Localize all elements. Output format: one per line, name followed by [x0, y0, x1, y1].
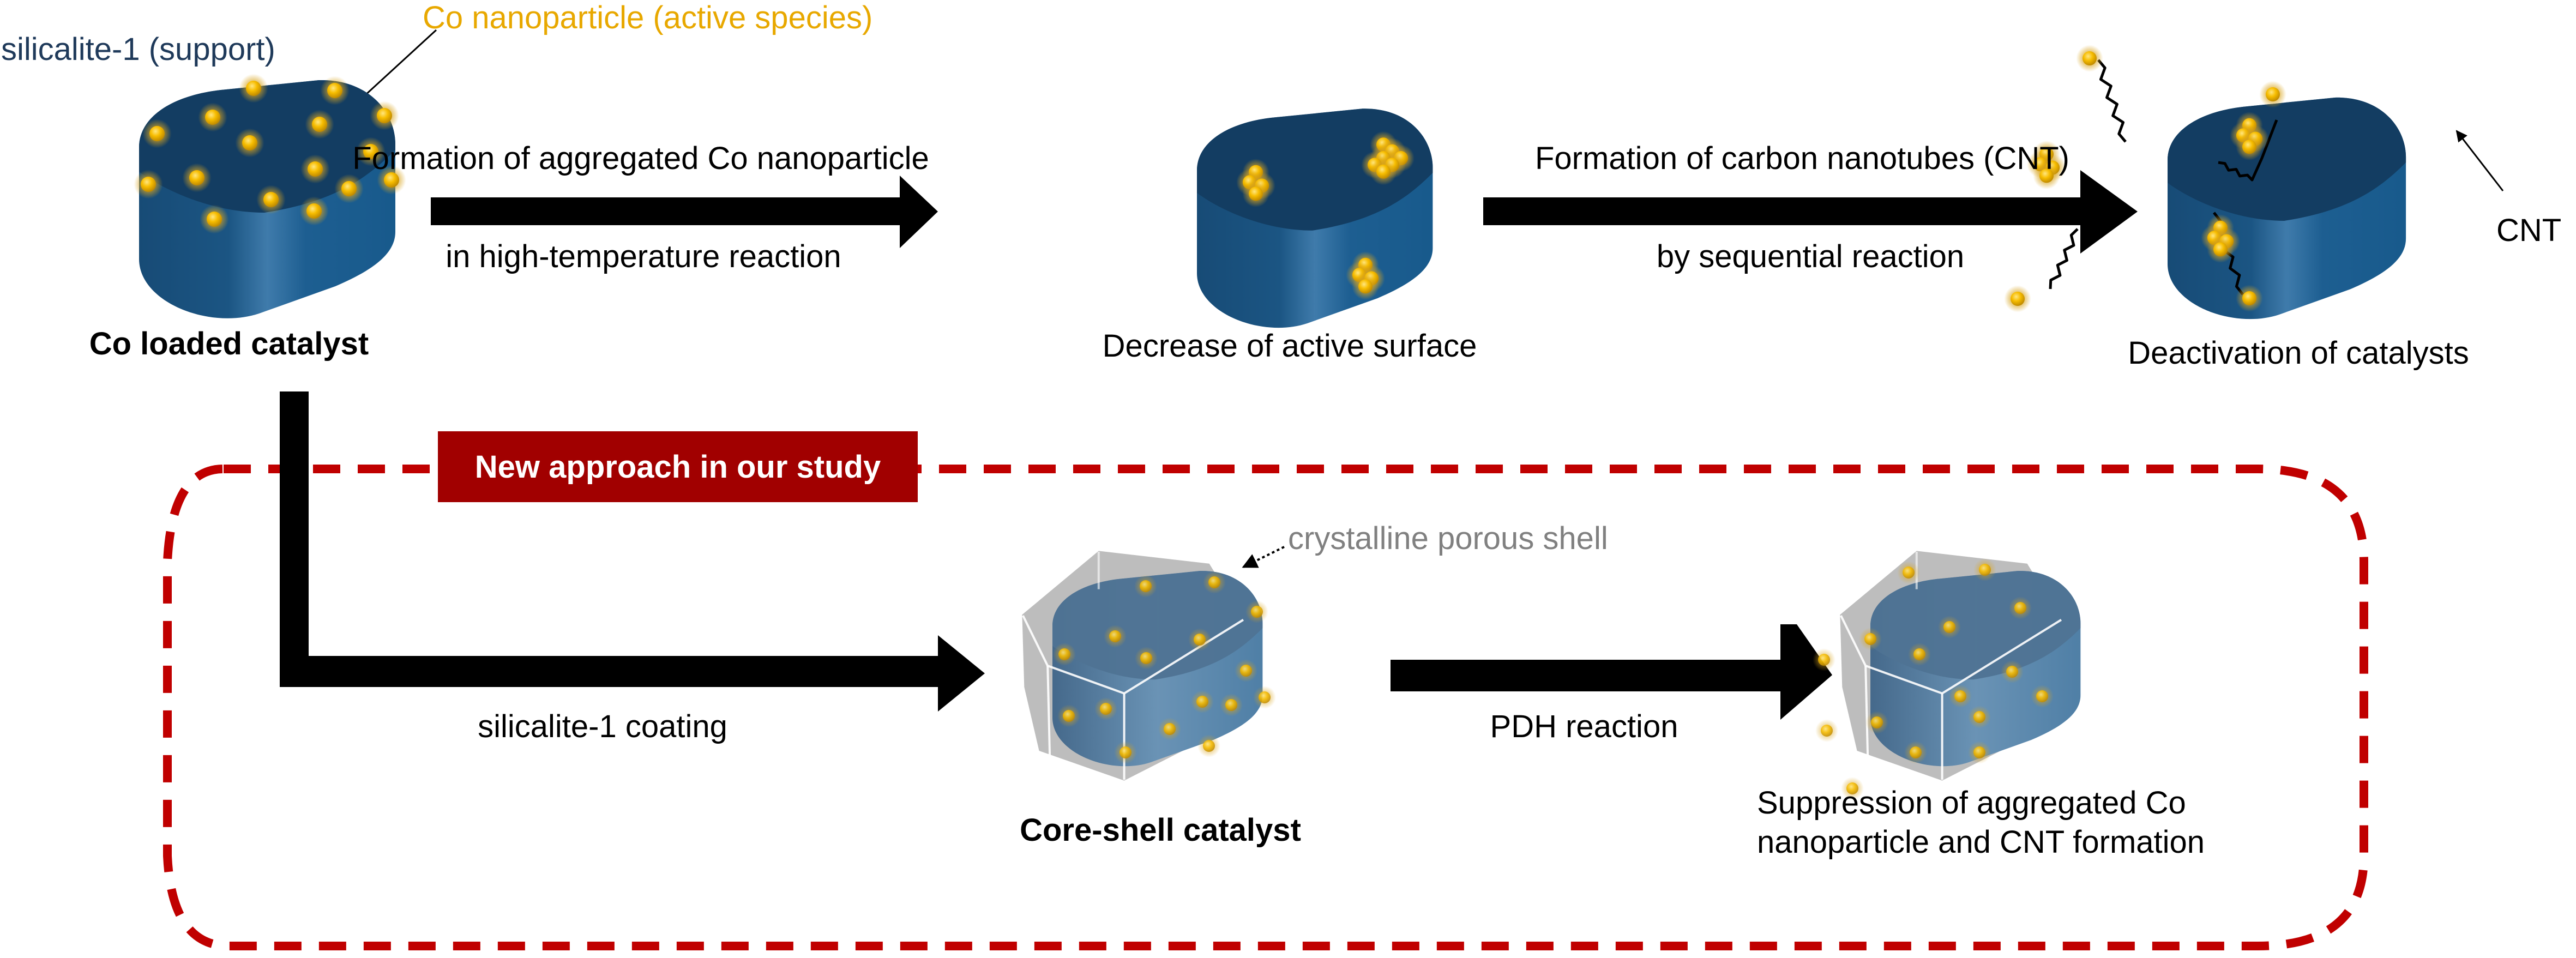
co-nanoparticle: [1913, 648, 1925, 660]
arrow1-label-bottom: in high-temperature reaction: [446, 239, 841, 274]
stage3-caption: Deactivation of catalysts: [2128, 335, 2469, 371]
co-nanoparticle: [1358, 279, 1373, 294]
co-loaded-catalyst-particle: [134, 74, 406, 318]
stage5-caption-line2: nanoparticle and CNT formation: [1757, 824, 2205, 860]
carbon-nanotube: [2218, 119, 2278, 182]
co-nanoparticle: [1225, 699, 1237, 711]
stage5-caption-line1: Suppression of aggregated Co: [1757, 785, 2186, 821]
co-nanoparticle: [1973, 746, 1985, 758]
co-nanoparticle: [1954, 690, 1966, 702]
co-nanoparticle: [1058, 648, 1070, 660]
co-nanoparticle: [1140, 652, 1152, 664]
co-nanoparticle: [2011, 292, 2025, 306]
co-nanoparticle: [1864, 633, 1876, 645]
shell-edge: [1840, 615, 2062, 695]
arrow2-label-bottom: by sequential reaction: [1656, 239, 1965, 274]
co-nanoparticle: [1259, 691, 1271, 703]
co-nanoparticle: [2036, 690, 2048, 702]
co-nanoparticle: [2039, 168, 2054, 183]
co-nanoparticle: [1100, 703, 1112, 715]
shell-edge: [1046, 665, 1051, 755]
co-nanoparticle: [1240, 665, 1252, 677]
stage4-caption: Core-shell catalyst: [1020, 812, 1301, 848]
co-nanoparticle: [1203, 740, 1215, 752]
co-nanoparticle: [341, 181, 357, 196]
arrow-silicalite-coating: [280, 391, 985, 712]
support-body-top: [1052, 571, 1263, 680]
core-shell-catalyst-particle: [1022, 551, 1276, 781]
co-nanoparticle: [312, 117, 327, 132]
co-nanoparticle: [1973, 711, 1985, 723]
deactivated-catalyst-particle: [2004, 45, 2406, 320]
arrow1-label-top: Formation of aggregated Co nanoparticle: [352, 141, 929, 176]
co-nanoparticle: [1979, 564, 1991, 576]
co-nanoparticle: [1196, 696, 1208, 708]
co-nanoparticle: [1846, 782, 1858, 794]
new-approach-badge: New approach in our study: [438, 431, 918, 502]
co-nanoparticle: [1903, 567, 1915, 579]
arrow-pdh-reaction: [1391, 624, 1832, 720]
co-nanoparticle: [384, 172, 399, 188]
co-nanoparticle: [2083, 51, 2097, 65]
co-nanoparticle: [1194, 634, 1206, 646]
cnt-callout-label: CNT: [2496, 213, 2562, 248]
co-nanoparticle: [1120, 746, 1131, 758]
co-nanoparticle: [2242, 291, 2256, 305]
stage1-caption: Co loaded catalyst: [89, 326, 369, 361]
co-nanoparticle: [2006, 666, 2018, 678]
co-nanoparticle: [246, 81, 261, 96]
co-nanoparticle: [242, 135, 257, 150]
co-nanoparticle: [1376, 164, 1391, 179]
co-nanoparticle: [1140, 580, 1152, 592]
co-nanoparticle: [1063, 710, 1075, 722]
carbon-nanotube: [2097, 59, 2127, 143]
co-nanoparticle: [363, 144, 378, 159]
co-nanoparticle: [327, 83, 342, 98]
cnt-callout-line: [2455, 130, 2504, 191]
carbon-nanotube: [2049, 228, 2079, 290]
co-nanoparticle: [1871, 716, 1883, 728]
support-body-top: [2168, 97, 2406, 221]
arrow-cnt-formation: [1483, 170, 2138, 254]
co-nanoparticle: [207, 212, 222, 227]
co-nanoparticle: [205, 110, 220, 125]
core-shell-after-pdh-particle: [1813, 551, 2081, 800]
co-nanoparticle: [1164, 723, 1176, 735]
co-nanoparticle: [2242, 140, 2256, 154]
co-nanoparticle: [189, 170, 204, 185]
arrow-aggregation: [431, 176, 938, 248]
support-callout-label: silicalite-1 (support): [1, 32, 275, 67]
arrow4-label: PDH reaction: [1490, 709, 1678, 744]
shell-edge: [1022, 615, 1244, 695]
co-nanoparticle: [377, 108, 392, 123]
arrow3-label: silicalite-1 coating: [478, 709, 727, 744]
co-nanoparticle: [1818, 654, 1830, 666]
co-nanoparticle: [1910, 746, 1922, 758]
shell-edge: [1864, 665, 1869, 755]
co-nanoparticle: [2014, 602, 2026, 614]
co-nanoparticle: [2266, 87, 2280, 101]
co-nanoparticle: [308, 161, 323, 177]
co-nanoparticle: [2213, 242, 2228, 257]
co-nanoparticle: [1821, 725, 1833, 737]
co-nanoparticle: [263, 192, 279, 207]
shell-callout-line: [1242, 546, 1285, 568]
arrow2-label-top: Formation of carbon nanotubes (CNT): [1535, 141, 2069, 176]
co-nanoparticle: [1251, 606, 1263, 618]
co-nanoparticle: [1208, 576, 1220, 588]
aggregated-catalyst-particle: [1197, 109, 1433, 328]
co-nanoparticle: [306, 203, 322, 219]
stage2-caption: Decrease of active surface: [1102, 328, 1477, 364]
co-nanoparticle: [1109, 630, 1121, 642]
nanoparticle-callout-label: Co nanoparticle (active species): [423, 0, 873, 35]
co-nanoparticle: [1943, 621, 1955, 633]
co-nanoparticle: [141, 177, 156, 192]
shell-callout-label: crystalline porous shell: [1288, 521, 1608, 556]
co-nanoparticle: [149, 126, 165, 141]
co-nanoparticle: [1249, 186, 1263, 201]
